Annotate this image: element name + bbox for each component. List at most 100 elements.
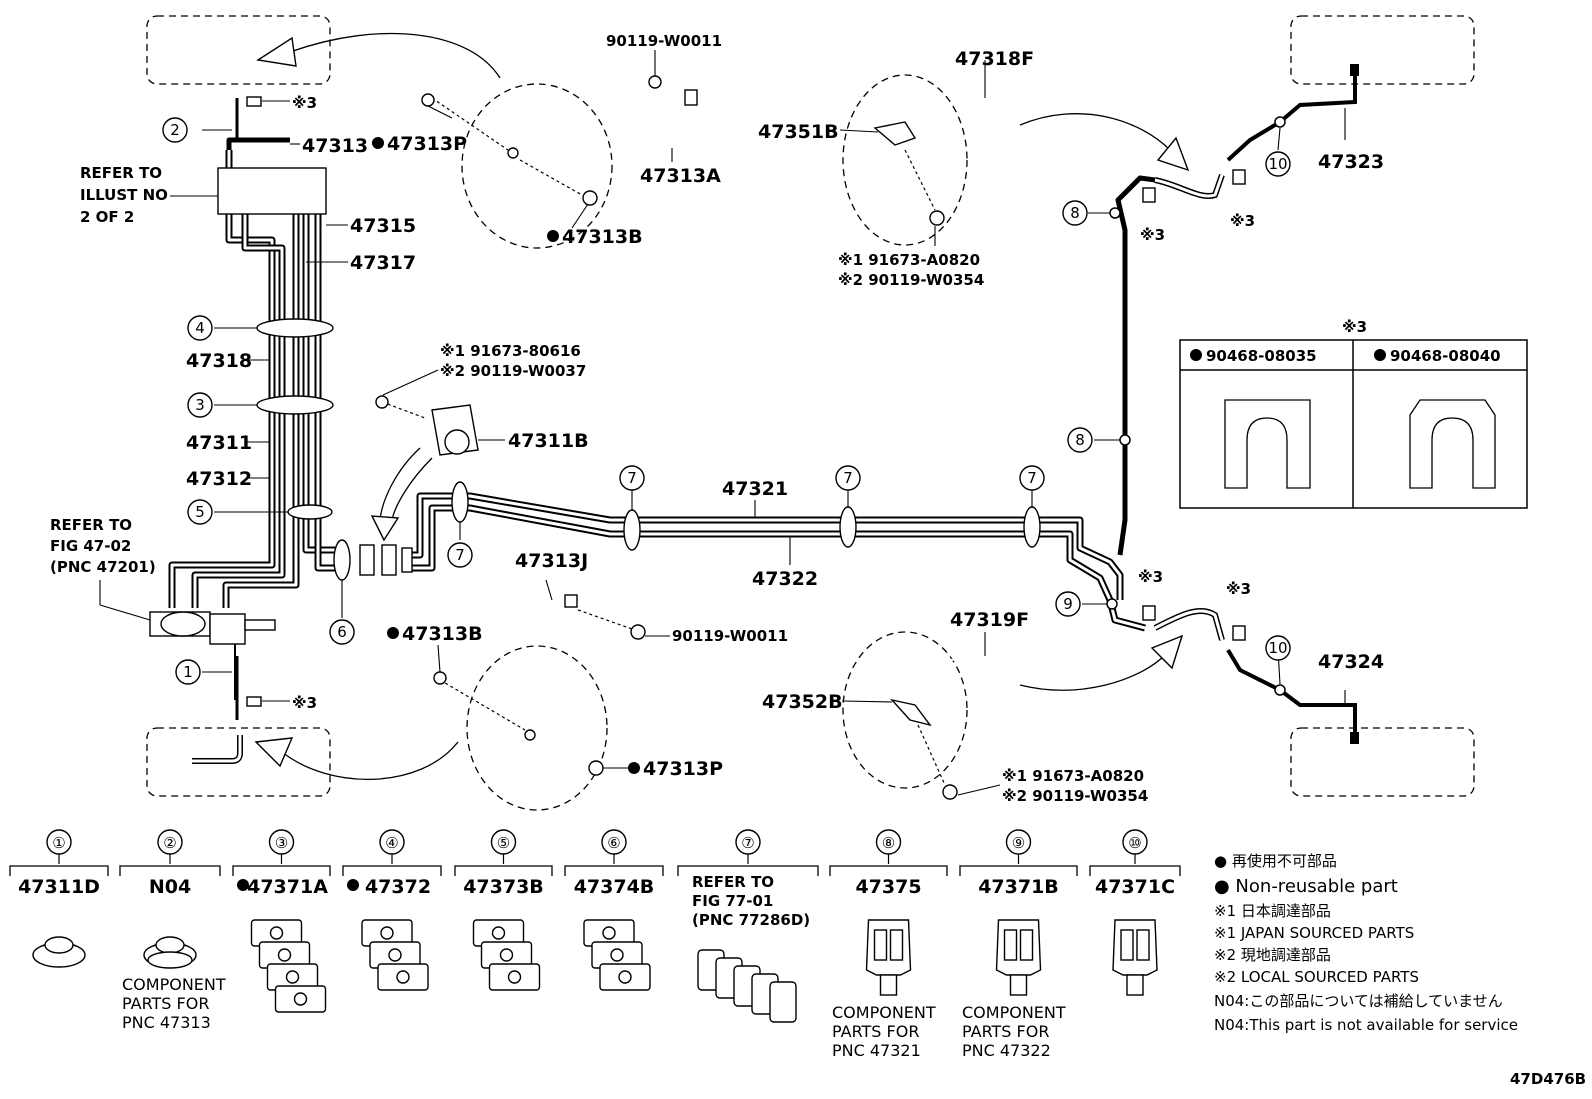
legend-label: 47371A [247,876,328,898]
non-reusable-bullet [237,879,249,891]
legend-note-7: N04:この部品については補給していません [1214,992,1503,1010]
svg-text:7: 7 [627,469,637,487]
leader-lines [99,50,1346,796]
legend-note-line: PNC 47321 [832,1041,921,1060]
hose-47318F-detail [873,79,1021,146]
note-ref3-d: ※3 [1230,212,1255,230]
label-47313B-top: 47313B [547,226,643,248]
legend-label: 47373B [463,876,544,898]
tube-47324 [1226,648,1357,735]
svg-text:8: 8 [1075,431,1085,449]
clamp-7d [1023,506,1041,548]
note-front-right-1: ※1 91673-A0820 [838,251,980,269]
svg-text:1: 1 [183,663,193,681]
label-47313J: 47313J [515,550,588,572]
legend-note-line: PNC 47322 [962,1041,1051,1060]
legend-callout: ⑦ [741,834,754,852]
inset-title: ※3 [1342,318,1367,336]
tube-front-right-vertical [1115,175,1156,556]
svg-text:9: 9 [1063,595,1073,613]
clamp-4 [256,318,334,338]
hose-front-right [1154,174,1225,199]
svg-text:10: 10 [1268,639,1287,657]
clamp-5 [287,504,333,520]
label-47319F: 47319F [950,609,1029,631]
ref-illust-2: ILLUST NO [80,186,168,204]
legend-note-1: ● 再使用不可部品 [1214,852,1337,870]
clip-bracket-47311B [431,404,479,456]
wheel-box-front-right [1290,15,1475,85]
legend-callout: ⑨ [1012,834,1025,852]
note-ref3-b: ※3 [292,694,317,712]
legend-note-line: (PNC 77286D) [692,911,810,929]
label-47313P-top: 47313P [372,133,467,155]
arrow-to-front-right [1019,113,1190,172]
non-reusable-bullet [347,879,359,891]
legend-label: 47311D [18,876,100,898]
svg-text:47313P: 47313P [643,758,723,780]
legend-note-line: PARTS FOR [962,1022,1049,1041]
label-47313A: 47313A [640,165,721,187]
svg-text:7: 7 [843,469,853,487]
legend-bracket [454,865,553,876]
legend-callout: ⑥ [607,834,620,852]
arrow-to-rear-left [254,737,459,781]
note-rear-right-1: ※1 91673-A0820 [1002,767,1144,785]
clamp-3 [256,395,334,415]
hose-rear-right [1153,608,1225,641]
legend-bracket [564,865,664,876]
label-90119-W0011-top: 90119-W0011 [606,32,722,50]
svg-text:47313B: 47313B [562,226,643,248]
label-47351B: 47351B [758,121,839,143]
svg-text:8: 8 [1070,204,1080,222]
legend-part-drawing [583,919,651,991]
label-47315: 47315 [350,215,416,237]
svg-text:47313B: 47313B [402,623,483,645]
legend-callout: ⑩ [1128,834,1141,852]
svg-text:6: 6 [337,623,347,641]
label-47311: 47311 [186,432,252,454]
wheel-box-rear-left [146,727,331,797]
label-47313B-bottom: 47313B [387,623,483,645]
legend-label: 47371C [1095,876,1175,898]
legend-note-line: PARTS FOR [122,994,209,1013]
detail-circle-front-right [842,74,968,246]
svg-text:2: 2 [170,121,180,139]
label-47322: 47322 [752,568,818,590]
svg-text:5: 5 [195,503,205,521]
legend-callout: ② [163,834,176,852]
junction-block-top [217,167,327,215]
note-clip-1: ※1 91673-80616 [440,342,581,360]
hose-47313J-detail [524,594,583,741]
label-47321: 47321 [722,478,788,500]
legend-notes: ● 再使用不可部品 ● Non-reusable part ※1 日本調達部品 … [1214,852,1518,1034]
clamp-7a [451,481,469,523]
ref-fig-2: FIG 47-02 [50,537,131,555]
legend-part-drawing [143,936,197,969]
label-90119-W0011-bottom: 90119-W0011 [672,627,788,645]
legend-note-line: PNC 47313 [122,1013,211,1032]
label-47352B: 47352B [762,691,843,713]
note-ref3-a: ※3 [292,94,317,112]
detail-circle-rear-left [466,645,608,811]
svg-text:4: 4 [195,319,205,337]
inset-ref3: ※3 90468-08035 90468-08040 [1179,318,1528,509]
legend-part-drawing [1112,919,1158,996]
legend-callout: ⑧ [882,834,895,852]
inset-left-label: 90468-08035 [1206,347,1317,365]
u-clip-right [1409,399,1496,489]
legend-callout: ④ [385,834,398,852]
legend-bracket [829,865,948,876]
clamp-7c [839,506,857,548]
note-clip-2: ※2 90119-W0037 [440,362,586,380]
legend-bracket [1089,865,1181,876]
arrow-to-front-left [256,32,501,79]
connector-joint [359,544,413,576]
diagram-id: 47D476B [1510,1070,1586,1088]
legend-part-drawing [361,919,429,991]
